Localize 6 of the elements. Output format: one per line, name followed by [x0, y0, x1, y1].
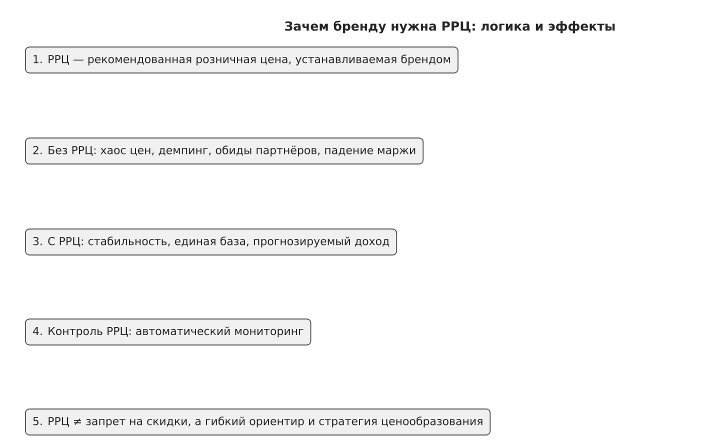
step-box: 3. С РРЦ: стабильность, единая база, прогнозируемый доход: [25, 228, 398, 256]
step-box: 5. РРЦ ≠ запрет на скидки, а гибкий ориентир и стратегия ценообразования: [25, 408, 491, 436]
step-box: 2. Без РРЦ: хаос цен, демпинг, обиды партнёров, падение маржи: [25, 138, 424, 164]
title: Зачем бренду нужна РРЦ: логика и эффекты: [285, 20, 615, 34]
step-box: 1. РРЦ — рекомендованная розничная цена, устанавливаемая брендом: [25, 46, 458, 74]
step-box: 4. Контроль РРЦ: автоматический мониторинг: [25, 318, 312, 346]
